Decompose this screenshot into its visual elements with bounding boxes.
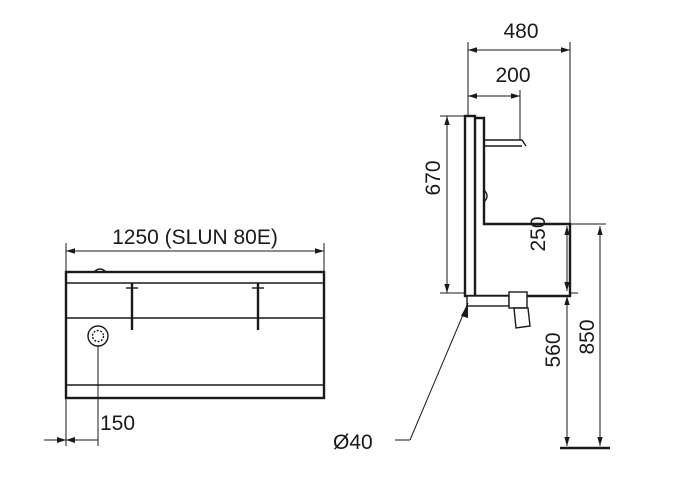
rim-height-label: 560 <box>542 332 565 367</box>
depth-label: 480 <box>503 20 538 43</box>
panel-height-label: 670 <box>422 160 445 195</box>
pipe-diameter-leader <box>409 302 469 441</box>
side-view: 480 200 670 250 850 560 Ø40 <box>333 20 610 454</box>
wall-profile <box>475 116 572 298</box>
trough-body <box>64 270 326 400</box>
front-view: 1250 (SLUN 80E) 150 <box>44 226 326 446</box>
offset-label: 150 <box>100 412 135 435</box>
drain-icon <box>87 325 109 347</box>
back-panel <box>463 114 477 298</box>
shelf-label: 200 <box>495 64 530 87</box>
spout-arm <box>484 139 527 147</box>
drain-pipe <box>466 291 536 329</box>
spout-left <box>126 283 138 330</box>
total-height-label: 850 <box>576 319 599 354</box>
spout-right <box>252 283 264 330</box>
pipe-diameter-label: Ø40 <box>333 431 373 454</box>
panel-pipe <box>483 189 488 203</box>
top-bump <box>93 268 107 273</box>
basin-height-label: 250 <box>527 216 550 251</box>
width-label: 1250 (SLUN 80E) <box>112 226 278 249</box>
